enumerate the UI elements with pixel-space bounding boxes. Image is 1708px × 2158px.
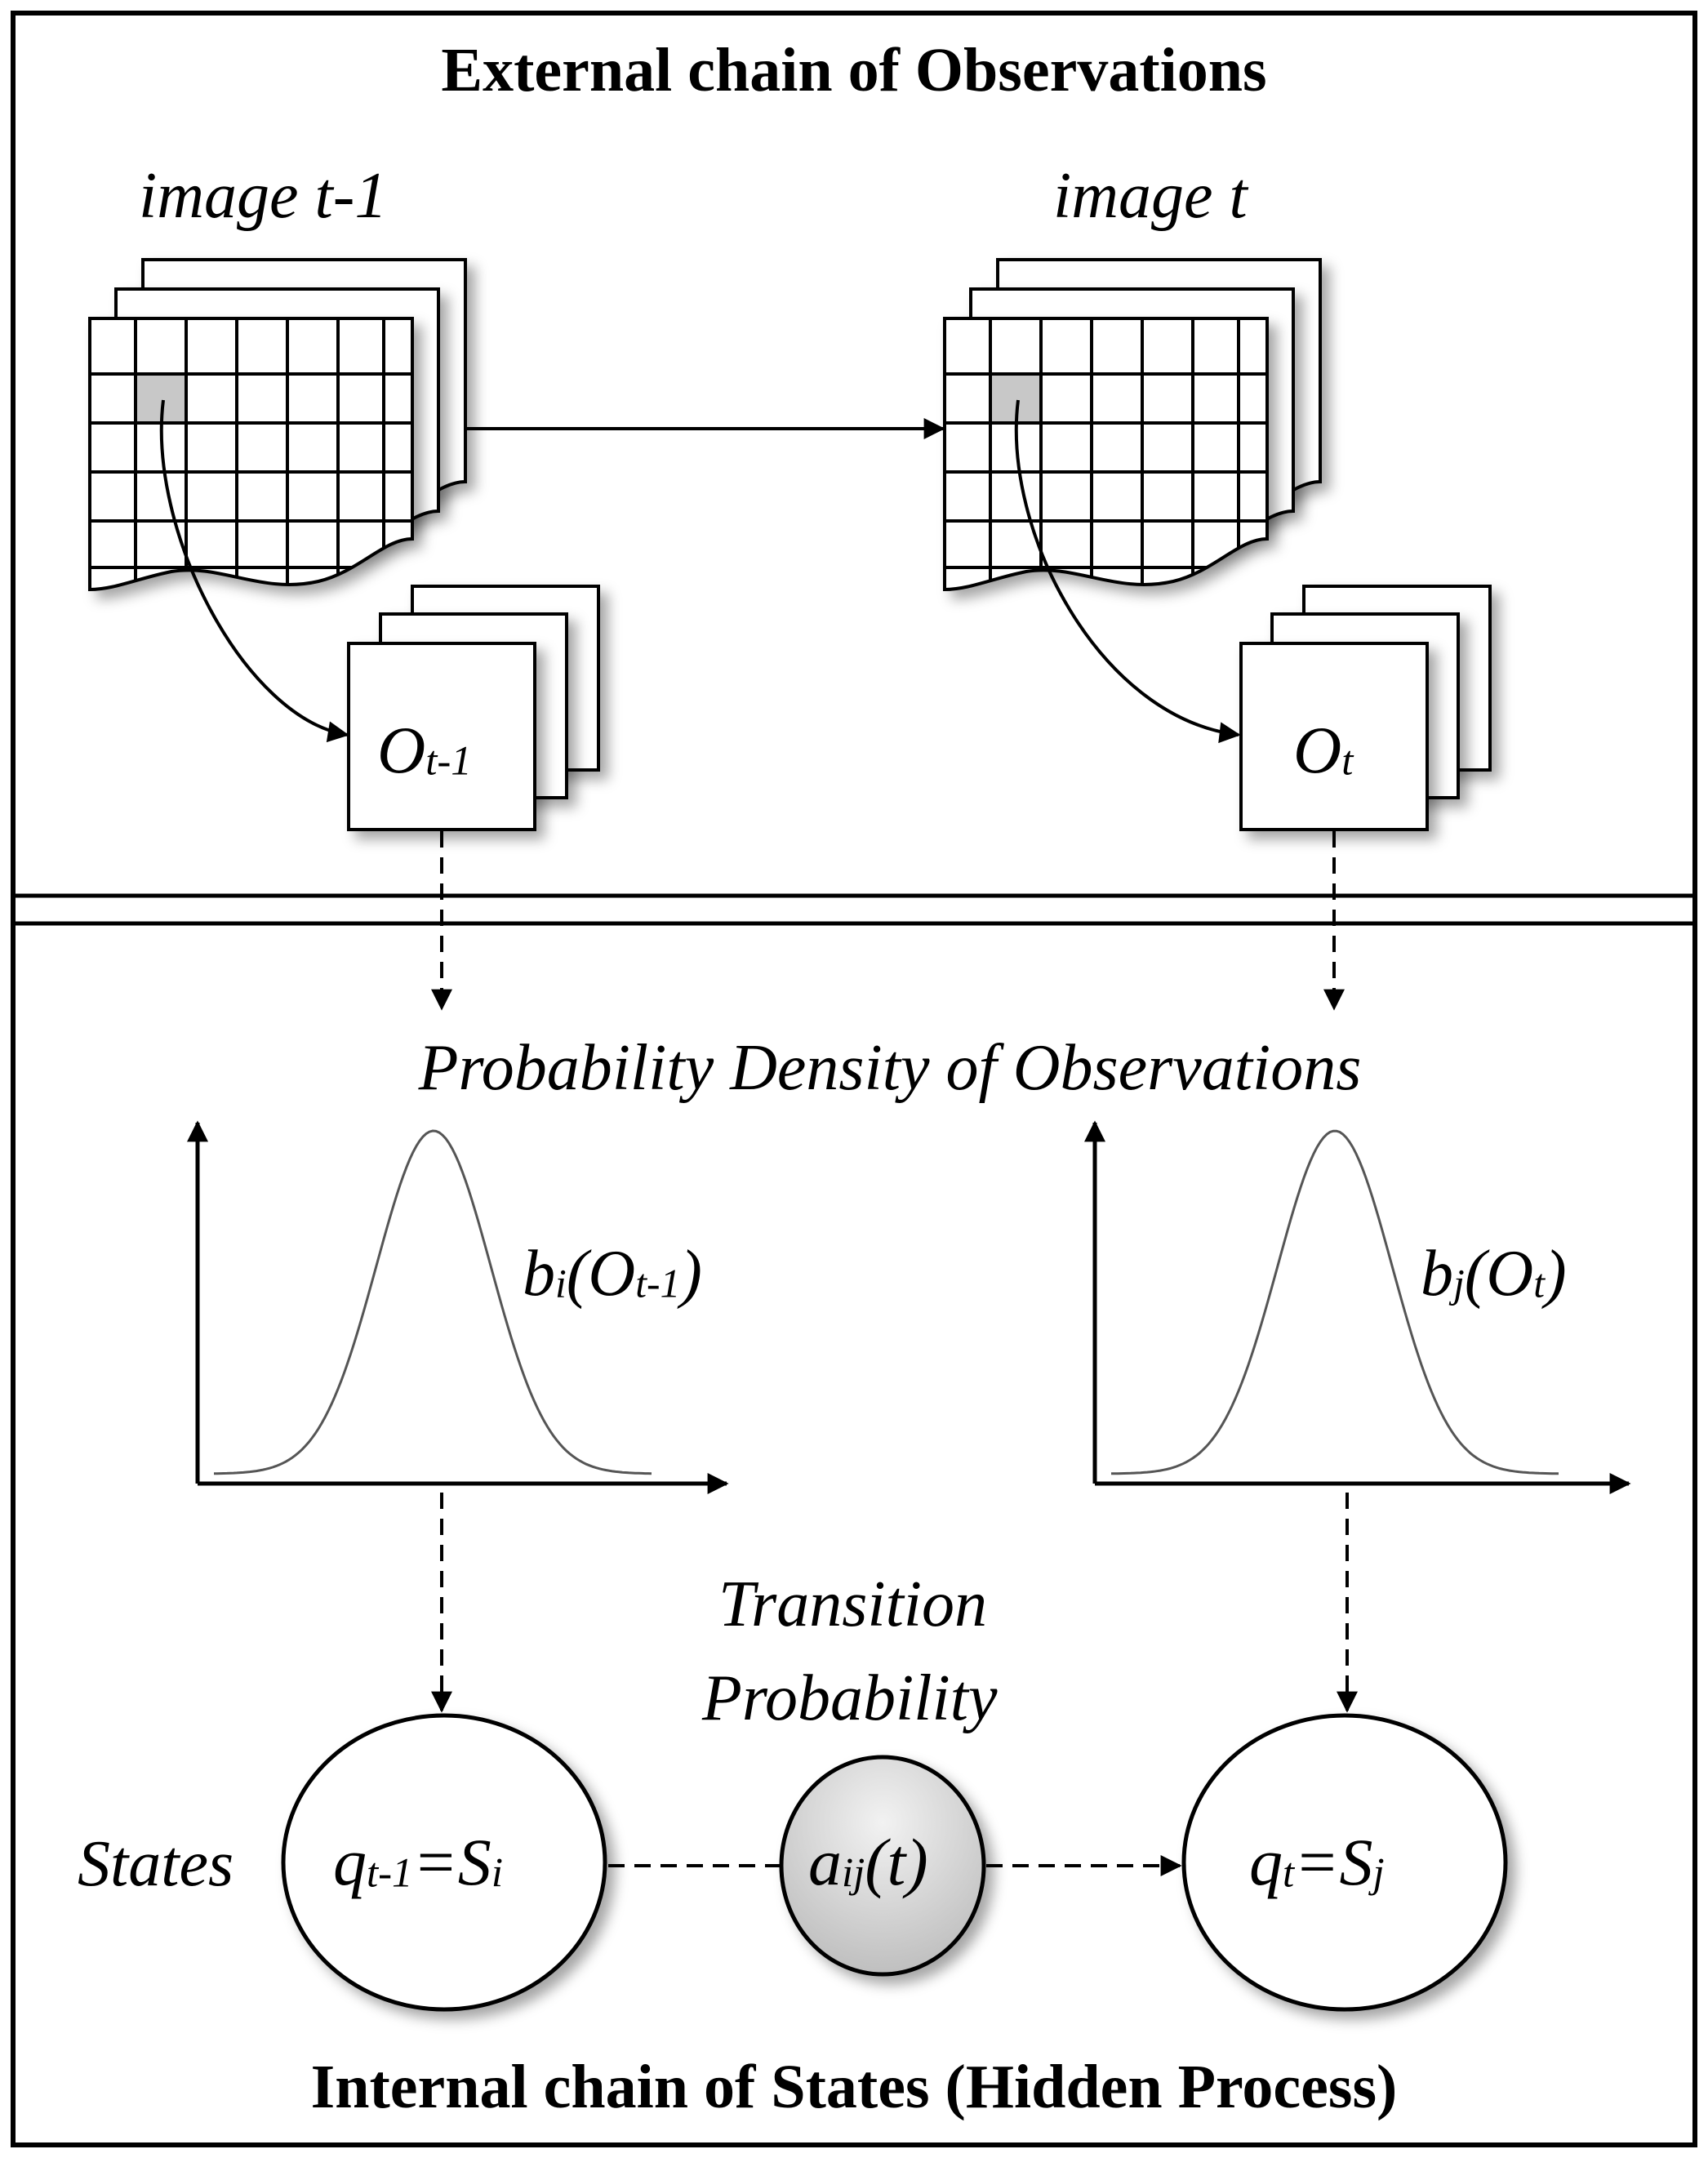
- image-stack-curr: [943, 258, 1322, 592]
- density-label-prev: bi(Ot-1): [523, 1238, 702, 1310]
- density-plot-prev: [187, 1120, 729, 1494]
- bottom-panel-footer: Internal chain of States (Hidden Process…: [310, 2053, 1398, 2121]
- density-label-curr: bj(Ot): [1421, 1238, 1567, 1310]
- observation-stack-prev: [347, 585, 600, 831]
- transition-label-line2: Probability: [702, 1662, 998, 1734]
- state-label-prev: qt-1=Si: [333, 1825, 503, 1899]
- density-title: Probability Density of Observations: [418, 1032, 1362, 1104]
- outer-frame: [11, 11, 1697, 2147]
- density-plot-curr: [1084, 1120, 1631, 1494]
- transition-node-label: aij(t): [808, 1825, 928, 1899]
- states-label: States: [78, 1828, 234, 1900]
- gaussian-curve: [1111, 1129, 1559, 1475]
- observation-label-prev: Ot-1: [377, 713, 472, 787]
- image-stack-prev: [88, 258, 467, 592]
- state-node-prev: [281, 1713, 607, 2012]
- observation-label-curr: Ot: [1293, 713, 1354, 787]
- state-label-curr: qt=Sj: [1249, 1825, 1385, 1899]
- image-prev-label: image t-1: [139, 160, 388, 232]
- transition-node: [779, 1755, 986, 1977]
- observation-box-curr: [1239, 642, 1429, 831]
- top-panel-title: External chain of Observations: [441, 36, 1267, 105]
- observation-box-prev: [347, 642, 536, 831]
- pixel-to-observation-arrow-curr: [1014, 399, 1241, 744]
- transition-label-line1: Transition: [718, 1568, 988, 1640]
- state-node-curr: [1181, 1713, 1508, 2012]
- image-curr-label: image t: [1053, 160, 1248, 232]
- gaussian-curve: [214, 1129, 652, 1475]
- pixel-to-observation-arrow-prev: [159, 399, 349, 743]
- observation-stack-curr: [1239, 585, 1492, 831]
